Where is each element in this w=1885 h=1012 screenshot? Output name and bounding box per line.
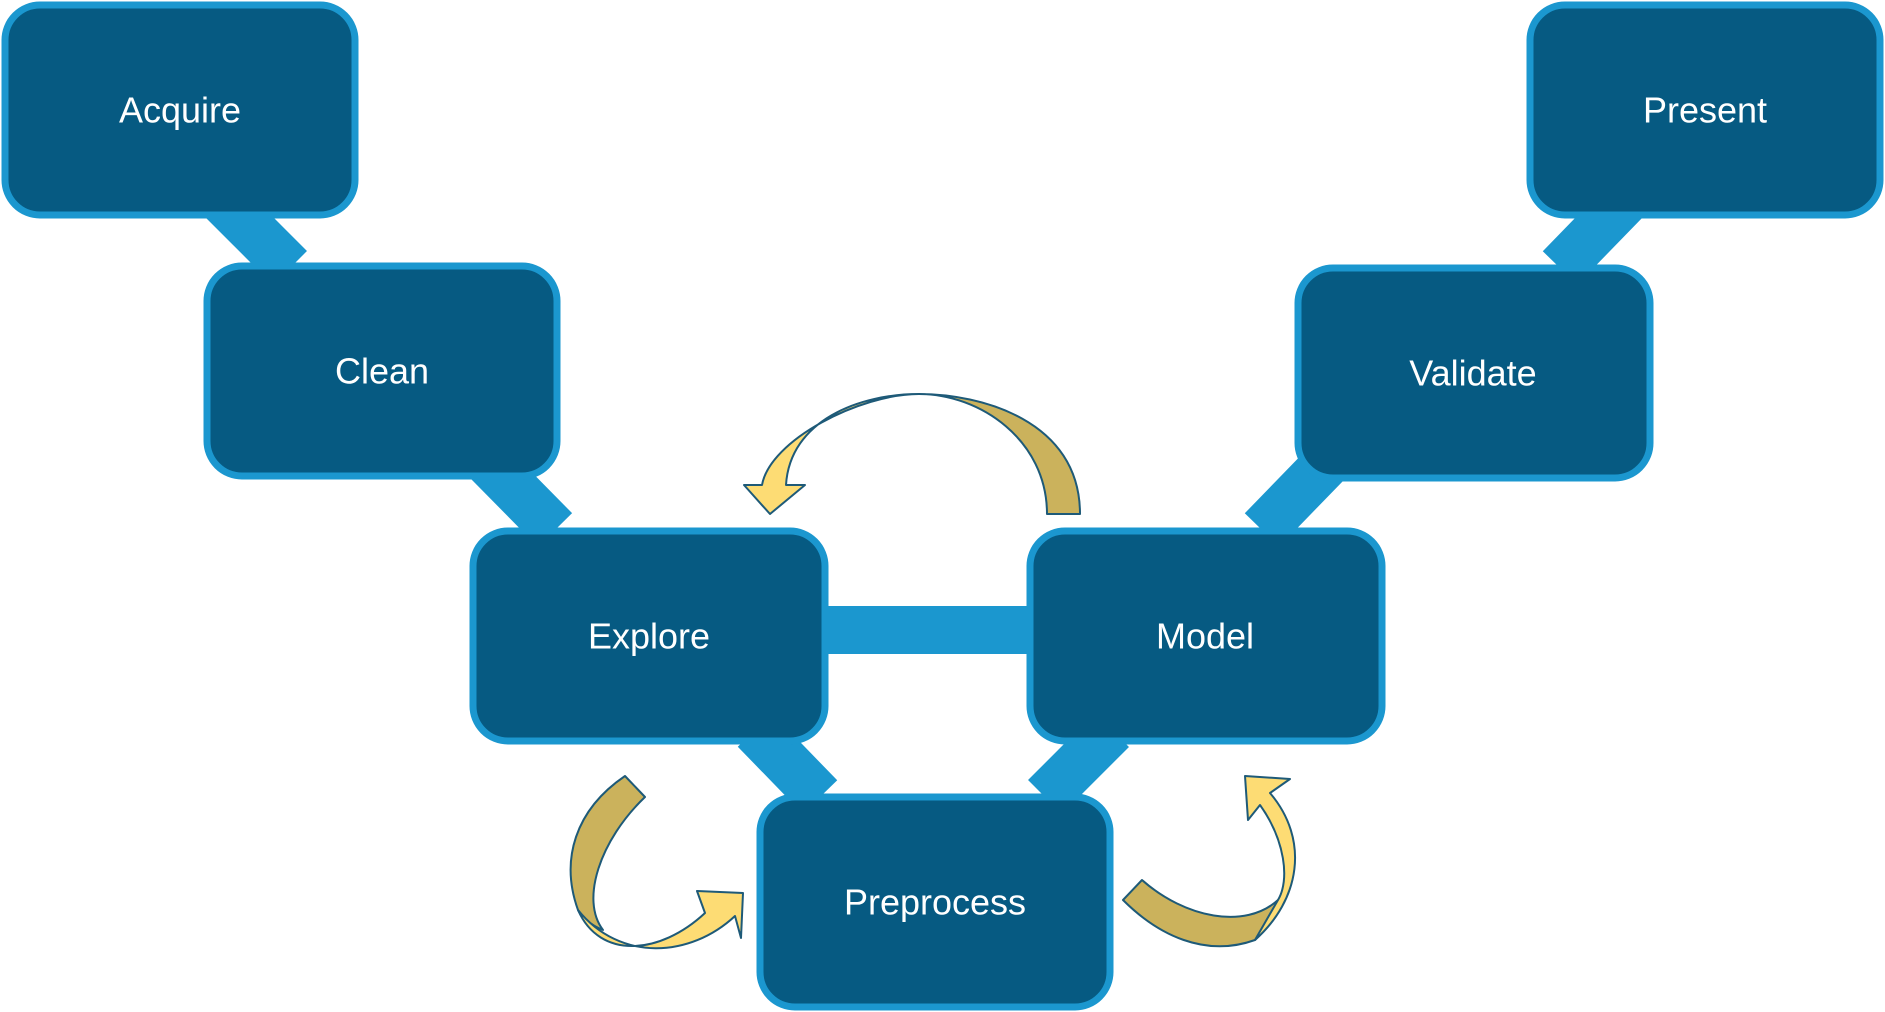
curved-arrow-model-to-explore: [743, 393, 1081, 515]
stage-present: Present: [1526, 1, 1884, 219]
curved-arrow-preprocess-to-model: [1122, 775, 1297, 948]
stage-model: Model: [1026, 527, 1386, 745]
stage-validate-box: [1294, 264, 1654, 482]
stage-acquire-box: [1, 1, 359, 219]
stage-explore: Explore: [469, 527, 829, 745]
arrow-preprocess-to-model-tail: [1122, 879, 1279, 948]
stage-model-label: Model: [1156, 616, 1254, 657]
stage-validate-label: Validate: [1409, 353, 1536, 394]
stage-present-label: Present: [1643, 90, 1767, 131]
stage-clean: Clean: [203, 262, 561, 480]
arrow-model-to-explore-tail: [918, 393, 1081, 515]
arrow-preprocess-to-model-head: [1244, 775, 1297, 941]
stage-clean-box: [203, 262, 561, 480]
stage-preprocess-label: Preprocess: [844, 882, 1026, 923]
cycle-arrows: [569, 393, 1297, 950]
stage-preprocess: Preprocess: [756, 793, 1114, 1011]
stage-preprocess-box: [756, 793, 1114, 1011]
stage-validate: Validate: [1294, 264, 1654, 482]
arrow-explore-to-preprocess-tail: [569, 775, 646, 931]
curved-arrow-explore-to-preprocess: [569, 775, 744, 950]
arrow-explore-to-preprocess-head: [577, 890, 744, 950]
stage-clean-label: Clean: [335, 351, 429, 392]
stage-model-box: [1026, 527, 1386, 745]
stage-acquire-label: Acquire: [119, 90, 241, 131]
stage-present-box: [1526, 1, 1884, 219]
stage-explore-label: Explore: [588, 616, 710, 657]
arrow-model-to-explore-head: [743, 393, 920, 515]
stage-acquire: Acquire: [1, 1, 359, 219]
stage-explore-box: [469, 527, 829, 745]
